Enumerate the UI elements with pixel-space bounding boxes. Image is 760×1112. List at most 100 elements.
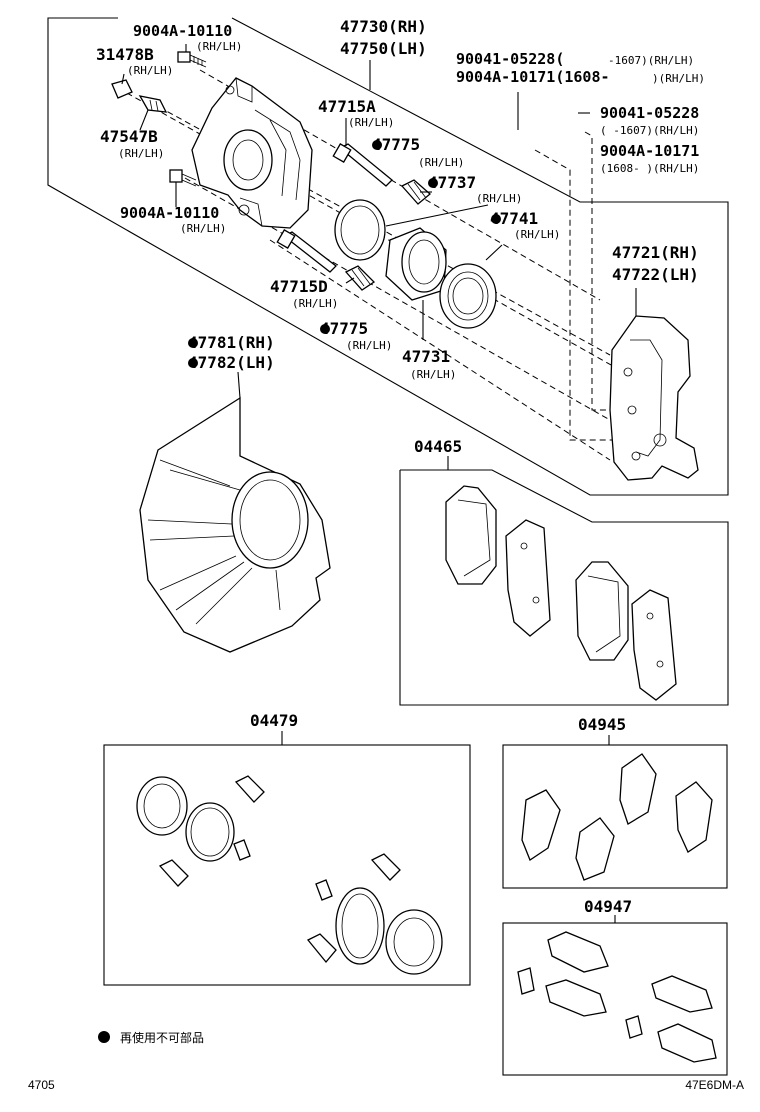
callout-04465[interactable]: 04465 xyxy=(414,437,462,456)
callout-90041-05228-right[interactable]: 90041-05228 ( -1607)(RH/LH) 9004A-10171 … xyxy=(600,104,699,175)
non-reusable-marker-icon xyxy=(188,358,198,368)
pad-support-plate-4[interactable] xyxy=(657,1023,717,1063)
guide-pin-lower[interactable] xyxy=(276,229,337,273)
non-reusable-marker-icon xyxy=(188,338,198,348)
part-number: 47775 xyxy=(320,319,368,338)
part-number-rh: 47721(RH) xyxy=(612,243,699,262)
kit-piston-seal[interactable] xyxy=(185,802,235,862)
disc-dust-cover[interactable] xyxy=(139,396,331,653)
cylinder-boot[interactable] xyxy=(439,263,497,329)
callout-47737[interactable]: 47737 (RH/LH) xyxy=(428,173,522,205)
callout-31478b[interactable]: 31478B (RH/LH) xyxy=(96,45,173,77)
non-reusable-marker-icon xyxy=(491,214,501,224)
anti-squeal-shim-2[interactable] xyxy=(575,817,615,881)
callout-47741[interactable]: 47741 (RH/LH) xyxy=(490,209,560,241)
part-range-old: ( -1607)(RH/LH) xyxy=(600,124,699,137)
part-variant: (RH/LH) xyxy=(418,156,464,169)
part-variant: (RH/LH) xyxy=(346,339,392,352)
part-number: 47731 xyxy=(402,347,450,366)
callout-04947[interactable]: 04947 xyxy=(584,897,632,916)
part-number: 47547B xyxy=(100,127,158,146)
callout-9004a-10110-bottom[interactable]: 9004A-10110 (RH/LH) xyxy=(120,204,226,235)
part-variant: (RH/LH) xyxy=(127,64,173,77)
kit-pin-boot-e[interactable] xyxy=(315,879,333,901)
piston[interactable] xyxy=(385,227,447,301)
anti-squeal-shim-3[interactable] xyxy=(619,753,657,825)
callout-47715a[interactable]: 47715A (RH/LH) xyxy=(318,97,394,129)
kit-pin-boot-b[interactable] xyxy=(233,839,251,861)
figure-id-right: 47E6DM-A xyxy=(685,1078,744,1092)
legend: 再使用不可部品 xyxy=(98,1030,204,1045)
pin-boot-upper[interactable] xyxy=(400,179,432,205)
caliper-mounting-bracket[interactable] xyxy=(609,315,699,481)
kit-pin-boot-c[interactable] xyxy=(158,859,189,887)
part-variant: (RH/LH) xyxy=(180,222,226,235)
part-range-old: -1607)(RH/LH) xyxy=(608,54,694,67)
callout-47775-lower[interactable]: 47775 (RH/LH) xyxy=(320,319,392,352)
anti-squeal-shim-outline xyxy=(502,744,728,889)
brake-pad-inner-1[interactable] xyxy=(445,485,497,585)
guide-pin-upper[interactable] xyxy=(332,143,393,187)
anti-squeal-shim-1[interactable] xyxy=(521,789,561,861)
part-number: 47741 xyxy=(490,209,538,228)
part-variant: (RH/LH) xyxy=(476,192,522,205)
part-number: 04947 xyxy=(584,897,632,916)
caliper-body[interactable] xyxy=(191,77,313,229)
kit-cylinder-boot-2[interactable] xyxy=(385,909,443,975)
kit-pin-boot-f[interactable] xyxy=(306,933,337,964)
bleeder-cap[interactable] xyxy=(111,79,133,99)
non-reusable-marker-icon xyxy=(320,324,330,334)
brake-pad-outer-1[interactable] xyxy=(505,519,551,637)
bolt-bottom[interactable] xyxy=(169,169,197,187)
non-reusable-marker-icon xyxy=(372,140,382,150)
kit-piston-seal-2[interactable] xyxy=(335,887,385,965)
anti-squeal-shim-4[interactable] xyxy=(675,781,713,853)
brake-pad-inner-2[interactable] xyxy=(575,561,629,661)
callout-47781-47782[interactable]: 47781(RH) 47782(LH) xyxy=(188,333,275,372)
part-variant: (RH/LH) xyxy=(348,116,394,129)
kit-pin-boot-a[interactable] xyxy=(234,775,265,803)
non-reusable-marker-icon xyxy=(428,178,438,188)
pad-support-plate-1[interactable] xyxy=(547,931,609,973)
part-variant: (RH/LH) xyxy=(410,368,456,381)
callout-90041-05228-left[interactable]: 90041-05228( -1607)(RH/LH) 9004A-10171(1… xyxy=(456,50,705,86)
part-variant: (RH/LH) xyxy=(196,40,242,53)
brake-pad-outer-2[interactable] xyxy=(631,589,677,701)
callout-04945[interactable]: 04945 xyxy=(578,715,626,734)
part-number: 9004A-10110 xyxy=(120,204,219,222)
part-number-lh: 47750(LH) xyxy=(340,39,427,58)
pad-clip-1[interactable] xyxy=(517,967,535,995)
piston-seal[interactable] xyxy=(334,199,386,261)
callout-47730-47750[interactable]: 47730(RH) 47750(LH) xyxy=(340,17,427,58)
callout-47721-47722[interactable]: 47721(RH) 47722(LH) xyxy=(612,243,699,284)
pin-boot-lower[interactable] xyxy=(344,265,376,291)
callout-04479[interactable]: 04479 xyxy=(250,711,298,730)
legend-text: 再使用不可部品 xyxy=(120,1030,204,1045)
callout-47547b[interactable]: 47547B (RH/LH) xyxy=(100,127,164,160)
part-number-rh: 47781(RH) xyxy=(188,333,275,352)
caliper-assembly-outline xyxy=(47,17,729,496)
part-number-old: 90041-05228( xyxy=(456,50,564,68)
bleeder-plug[interactable] xyxy=(138,95,168,113)
callout-47775-upper[interactable]: 47775 (RH/LH) xyxy=(372,135,464,169)
pad-support-plate-2[interactable] xyxy=(545,979,607,1017)
non-reusable-markers xyxy=(188,140,501,368)
part-number: 9004A-10110 xyxy=(133,22,232,40)
part-number: 47775 xyxy=(372,135,420,154)
callout-47731[interactable]: 47731 (RH/LH) xyxy=(402,347,456,381)
part-number: 04465 xyxy=(414,437,462,456)
part-variant: (RH/LH) xyxy=(118,147,164,160)
kit-cylinder-boot[interactable] xyxy=(136,776,188,836)
bolt-top[interactable] xyxy=(177,51,207,68)
part-range-new: (1608- )(RH/LH) xyxy=(600,162,699,175)
pad-clip-2[interactable] xyxy=(625,1015,643,1039)
part-number: 04945 xyxy=(578,715,626,734)
pad-support-plate-3[interactable] xyxy=(651,975,713,1013)
part-number: 04479 xyxy=(250,711,298,730)
part-range-new: )(RH/LH) xyxy=(652,72,705,85)
kit-pin-boot-d[interactable] xyxy=(370,853,401,881)
legend-marker-icon xyxy=(98,1031,110,1043)
callout-9004a-10110-top[interactable]: 9004A-10110 (RH/LH) xyxy=(133,22,242,53)
part-number-rh: 47730(RH) xyxy=(340,17,427,36)
callout-47715d[interactable]: 47715D (RH/LH) xyxy=(270,277,338,310)
